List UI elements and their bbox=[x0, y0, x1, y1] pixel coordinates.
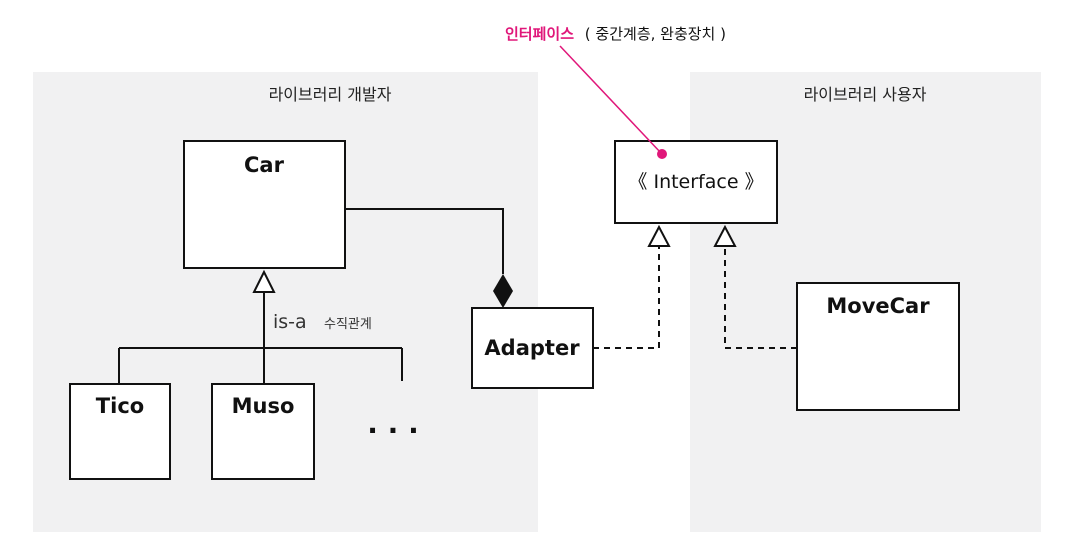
car-class-box bbox=[183, 140, 346, 269]
realization-line-movecar bbox=[724, 246, 797, 349]
tico-class-box bbox=[69, 383, 171, 480]
callout-dot bbox=[657, 149, 667, 159]
is-a-description: 수직관계 bbox=[324, 317, 372, 332]
interface-box bbox=[614, 140, 778, 224]
realization-arrow-adapter bbox=[647, 224, 671, 247]
composition-diamond bbox=[493, 274, 513, 308]
tico-class-label: Tico bbox=[96, 394, 144, 418]
realization-arrow-movecar bbox=[713, 224, 737, 247]
user-panel-title: 라이브러리 사용자 bbox=[804, 85, 927, 104]
developer-panel-title: 라이브러리 개발자 bbox=[269, 85, 392, 104]
muso-class-label: Muso bbox=[232, 394, 295, 418]
interface-label: 《 Interface 》 bbox=[628, 171, 763, 193]
callout-leader-line bbox=[559, 45, 662, 154]
composition-line bbox=[345, 208, 504, 274]
movecar-class-label: MoveCar bbox=[826, 294, 930, 318]
muso-class-box bbox=[211, 383, 315, 480]
callout-text: 인터페이스 ( 중간계층, 완충장치 ) bbox=[505, 25, 726, 43]
adapter-class-box bbox=[471, 307, 594, 389]
callout-note: ( 중간계층, 완충장치 ) bbox=[585, 25, 726, 43]
car-class-label: Car bbox=[244, 153, 285, 177]
adapter-class-label: Adapter bbox=[484, 336, 580, 360]
more-subclasses-ellipsis: · · · bbox=[367, 414, 418, 447]
callout-highlight: 인터페이스 bbox=[505, 25, 574, 43]
movecar-class-box bbox=[796, 282, 960, 411]
is-a-label: is-a bbox=[273, 311, 307, 333]
realization-line-adapter bbox=[593, 246, 660, 349]
